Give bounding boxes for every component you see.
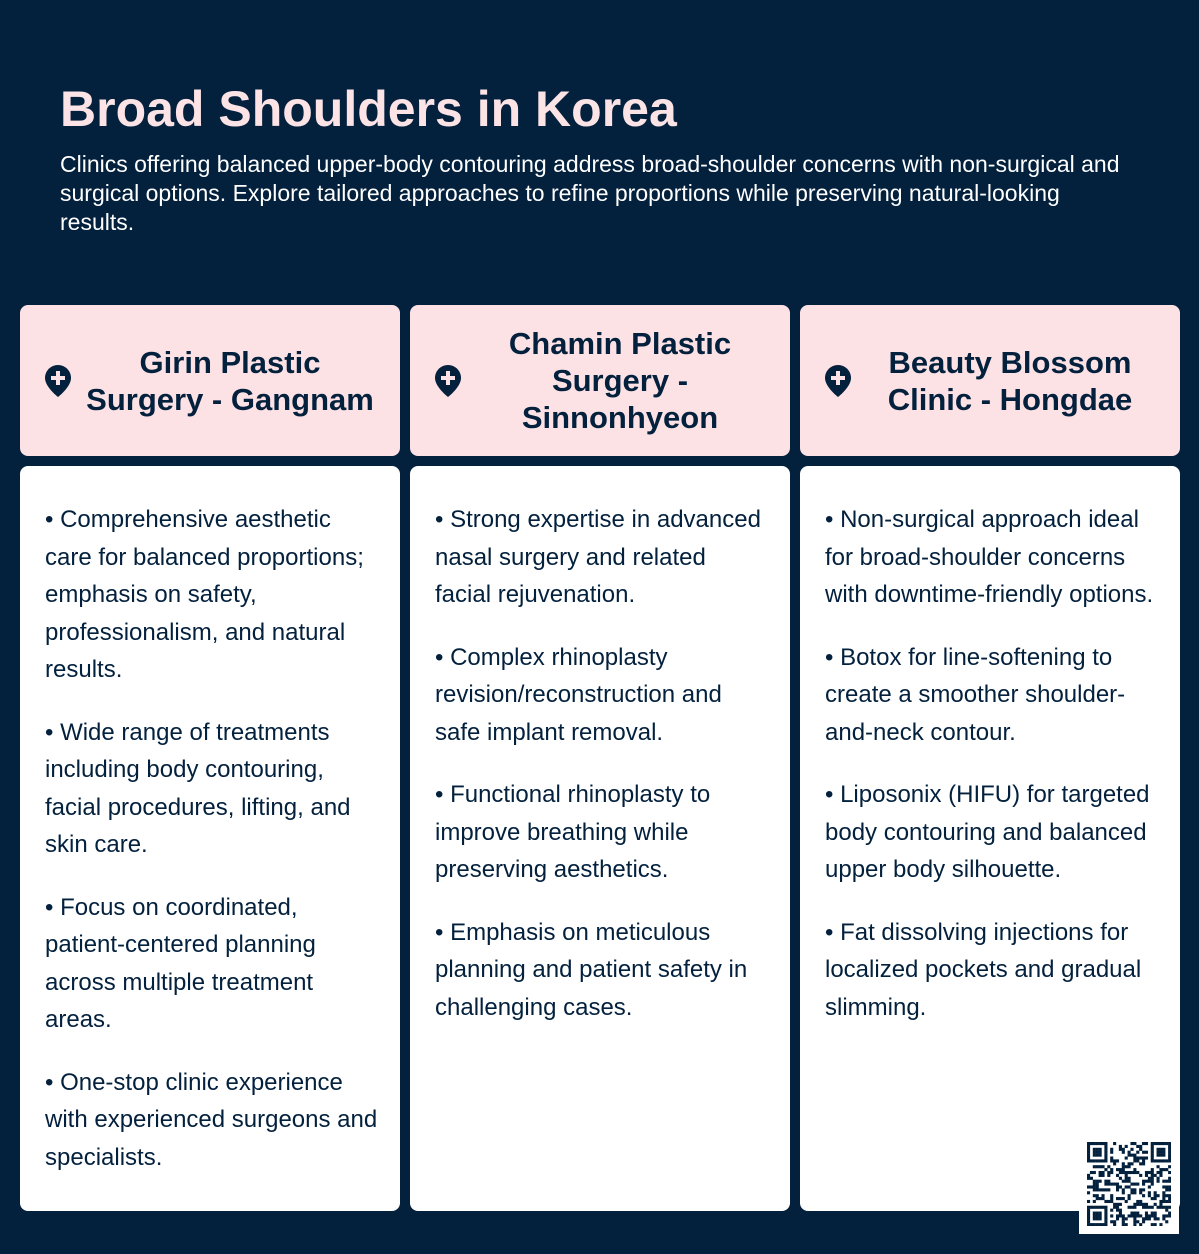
clinic-point: • Non-surgical approach ideal for broad-… [825, 506, 1154, 608]
qr-code-graphic [1087, 1142, 1171, 1226]
qr-code-icon[interactable] [1079, 1134, 1179, 1234]
page-title: Broad Shoulders in Korea [60, 81, 677, 137]
clinic-header: Beauty Blossom Clinic - Hongdae [800, 305, 1180, 456]
clinic-name: Beauty Blossom Clinic - Hongdae [887, 344, 1133, 417]
clinic-point: • Focus on coordinated, patient-centered… [45, 893, 316, 1034]
clinic-point: • One-stop clinic experience with experi… [45, 1068, 378, 1171]
clinic-name: Chamin Plastic Surgery - Sinnonhyeon [508, 326, 732, 435]
map-pin-plus-icon [824, 364, 852, 398]
clinic-name: Girin Plastic Surgery - Gangnam [86, 344, 374, 417]
clinic-column-girin: Girin Plastic Surgery - Gangnam • Compre… [20, 305, 400, 1211]
clinic-columns: Girin Plastic Surgery - Gangnam • Compre… [20, 305, 1180, 1211]
clinic-point: • Emphasis on meticulous planning and pa… [435, 918, 748, 1021]
clinic-column-beauty-blossom: Beauty Blossom Clinic - Hongdae • Non-su… [800, 305, 1180, 1211]
clinic-point: • Liposonix (HIFU) for targeted body con… [825, 781, 1150, 883]
map-pin-plus-icon [44, 364, 72, 398]
clinic-point: • Wide range of treatments including bod… [45, 718, 351, 859]
clinic-point: • Functional rhinoplasty to improve brea… [435, 781, 711, 883]
clinic-details: • Strong expertise in advanced nasal sur… [410, 466, 790, 1211]
clinic-details: • Comprehensive aesthetic care for balan… [20, 466, 400, 1211]
clinic-point: • Fat dissolving injections for localize… [825, 918, 1142, 1021]
clinic-point: • Strong expertise in advanced nasal sur… [435, 506, 761, 608]
page-header: Broad Shoulders in Korea Clinics offerin… [60, 80, 1140, 237]
map-pin-plus-icon [434, 364, 462, 398]
clinic-header: Chamin Plastic Surgery - Sinnonhyeon [410, 305, 790, 456]
clinic-details: • Non-surgical approach ideal for broad-… [800, 466, 1180, 1211]
clinic-point: • Comprehensive aesthetic care for balan… [45, 506, 364, 683]
clinic-header: Girin Plastic Surgery - Gangnam [20, 305, 400, 456]
clinic-point: • Botox for line-softening to create a s… [825, 643, 1126, 746]
page-subtitle: Clinics offering balanced upper-body con… [60, 151, 1120, 235]
clinic-column-chamin: Chamin Plastic Surgery - Sinnonhyeon • S… [410, 305, 790, 1211]
clinic-point: • Complex rhinoplasty revision/reconstru… [435, 643, 722, 746]
